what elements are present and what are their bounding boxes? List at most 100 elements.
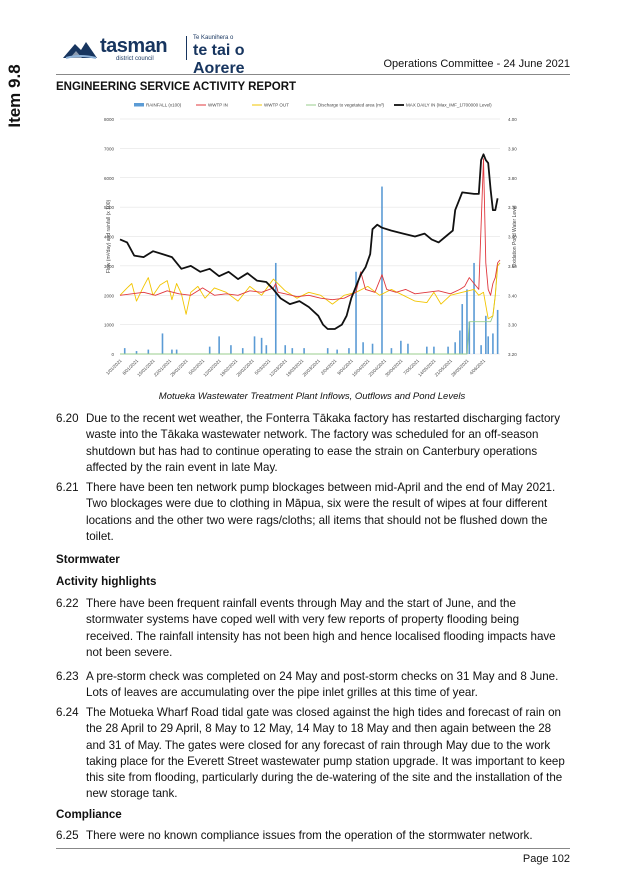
wwtp-chart: 0100020003000400050006000700080003.203.3…: [104, 103, 518, 378]
paragraph-text: The Motueka Wharf Road tidal gate was cl…: [86, 706, 565, 801]
rainfall-bar: [447, 346, 449, 354]
rainfall-bar: [274, 262, 277, 354]
rainfall-bar: [480, 345, 482, 354]
pond-level-line: [119, 153, 499, 330]
footer-rule: [56, 848, 570, 849]
legend-swatch: [134, 103, 144, 107]
report-title: ENGINEERING SERVICE ACTIVITY REPORT: [56, 81, 297, 93]
rainfall-bar: [284, 345, 287, 354]
item-side-tag-text: Item 9.8: [5, 64, 24, 128]
rainfall-bar: [123, 348, 126, 354]
paragraph-text: There were no known compliance issues fr…: [86, 829, 533, 842]
rainfall-bar: [303, 348, 305, 354]
legend-label: WWTP OUT: [264, 103, 289, 108]
y-tick-label: 2000: [104, 293, 115, 298]
paragraph-number: 6.20: [56, 412, 79, 425]
logo-maori: te tai o Aorere: [193, 42, 245, 77]
y2-axis-label: Oxidation Pond Water Level: [512, 205, 518, 267]
y-tick-label: 8000: [104, 117, 115, 122]
paragraph-6-23: 6.23 A pre-storm check was completed on …: [56, 669, 566, 702]
rainfall-bar: [487, 336, 489, 354]
y-tick-label: 0: [111, 352, 114, 357]
legend-label: Discharge to vegetated area (m³): [318, 103, 385, 108]
paragraph-6-24: 6.24 The Motueka Wharf Road tidal gate w…: [56, 705, 566, 803]
x-tick-label: 28/05/2021: [450, 358, 470, 378]
meeting-header: Operations Committee - 24 June 2021: [383, 58, 571, 70]
rainfall-bar: [355, 271, 357, 354]
rainfall-bar: [230, 345, 232, 354]
paragraph-text: There have been frequent rainfall events…: [86, 597, 556, 659]
paragraph-text: A pre-storm check was completed on 24 Ma…: [86, 670, 559, 700]
rainfall-bar: [433, 346, 435, 354]
logo-brand: tasman: [100, 35, 168, 57]
rainfall-bar: [135, 351, 138, 354]
y-tick-label: 4000: [104, 235, 115, 240]
rainfall-bar: [426, 346, 428, 354]
rainfall-bar: [218, 336, 220, 354]
y2-tick-label: 3.80: [508, 176, 517, 181]
logo-divider: [186, 36, 187, 60]
paragraph-6-25: 6.25 There were no known compliance issu…: [56, 828, 566, 844]
rainfall-bar: [466, 289, 468, 354]
y-tick-label: 6000: [104, 176, 115, 181]
x-tick-label: 26/02/2021: [235, 358, 255, 378]
item-side-tag: Item 9.8: [2, 40, 28, 160]
rainfall-bar: [461, 304, 464, 354]
x-tick-label: 1/01/2021: [105, 358, 123, 376]
rainfall-bar: [253, 336, 256, 354]
rainfall-bar: [348, 348, 350, 354]
rainfall-bar: [390, 348, 393, 354]
council-logo: tasman district council Te Kaunihera o t…: [62, 32, 272, 77]
y2-tick-label: 3.50: [508, 264, 517, 269]
y2-tick-label: 3.70: [508, 205, 517, 210]
rainfall-bar: [496, 309, 499, 354]
x-tick-label: 29/01/2021: [169, 358, 189, 378]
rainfall-bar: [241, 348, 244, 354]
paragraph-number: 6.23: [56, 670, 79, 683]
rainfall-bar: [459, 330, 461, 354]
rainfall-bar: [208, 346, 211, 354]
rainfall-bar: [326, 348, 329, 354]
header-rule: [56, 74, 570, 75]
legend-label: RAINFALL (x100): [146, 103, 182, 108]
y2-tick-label: 3.30: [508, 323, 517, 328]
rainfall-bar: [362, 342, 364, 354]
rainfall-bar: [171, 349, 173, 354]
y-tick-label: 5000: [104, 205, 115, 210]
rainfall-bar: [260, 337, 263, 354]
x-tick-label: 2/04/2021: [320, 358, 338, 376]
y2-tick-label: 3.20: [508, 352, 517, 357]
rainfall-bar: [473, 262, 475, 354]
paragraph-number: 6.25: [56, 829, 79, 842]
wwtp-out-line: [119, 262, 501, 320]
legend-label: MAX DAILY IN (Max_IMF_1/700000 Level): [406, 103, 492, 108]
x-tick-label: 30/04/2021: [384, 358, 404, 378]
y2-tick-label: 3.90: [508, 146, 517, 151]
y2-tick-label: 3.40: [508, 293, 517, 298]
rainfall-bar: [265, 345, 268, 354]
rainfall-bar: [147, 349, 150, 354]
rainfall-bar: [336, 349, 338, 354]
rainfall-bar: [161, 333, 164, 354]
paragraph-6-21: 6.21 There have been ten network pump bl…: [56, 480, 566, 545]
y-axis-label: Flow (m³/day) and rainfall (x 100): [106, 199, 112, 273]
wwtp-in-line: [119, 158, 501, 301]
paragraph-6-20: 6.20 Due to the recent wet weather, the …: [56, 411, 566, 476]
rainfall-bar: [175, 349, 178, 354]
paragraph-number: 6.22: [56, 597, 79, 610]
paragraph-6-22: 6.22 There have been frequent rainfall e…: [56, 596, 566, 661]
y2-tick-label: 3.60: [508, 235, 517, 240]
logo-council: district council: [116, 56, 154, 62]
chart-caption: Motueka Wastewater Treatment Plant Inflo…: [158, 391, 466, 402]
page-number: Page 102: [522, 853, 570, 865]
mountain-logo-icon: [63, 42, 97, 59]
heading-compliance: Compliance: [56, 808, 122, 821]
rainfall-bar: [454, 342, 456, 354]
rainfall-bar: [400, 340, 402, 354]
legend-label: WWTP IN: [208, 103, 228, 108]
rainfall-bar: [407, 343, 409, 354]
y-tick-label: 1000: [104, 323, 115, 328]
paragraph-text: There have been ten network pump blockag…: [86, 481, 556, 543]
paragraph-text: Due to the recent wet weather, the Fonte…: [86, 412, 561, 474]
heading-activity-highlights: Activity highlights: [56, 575, 157, 588]
